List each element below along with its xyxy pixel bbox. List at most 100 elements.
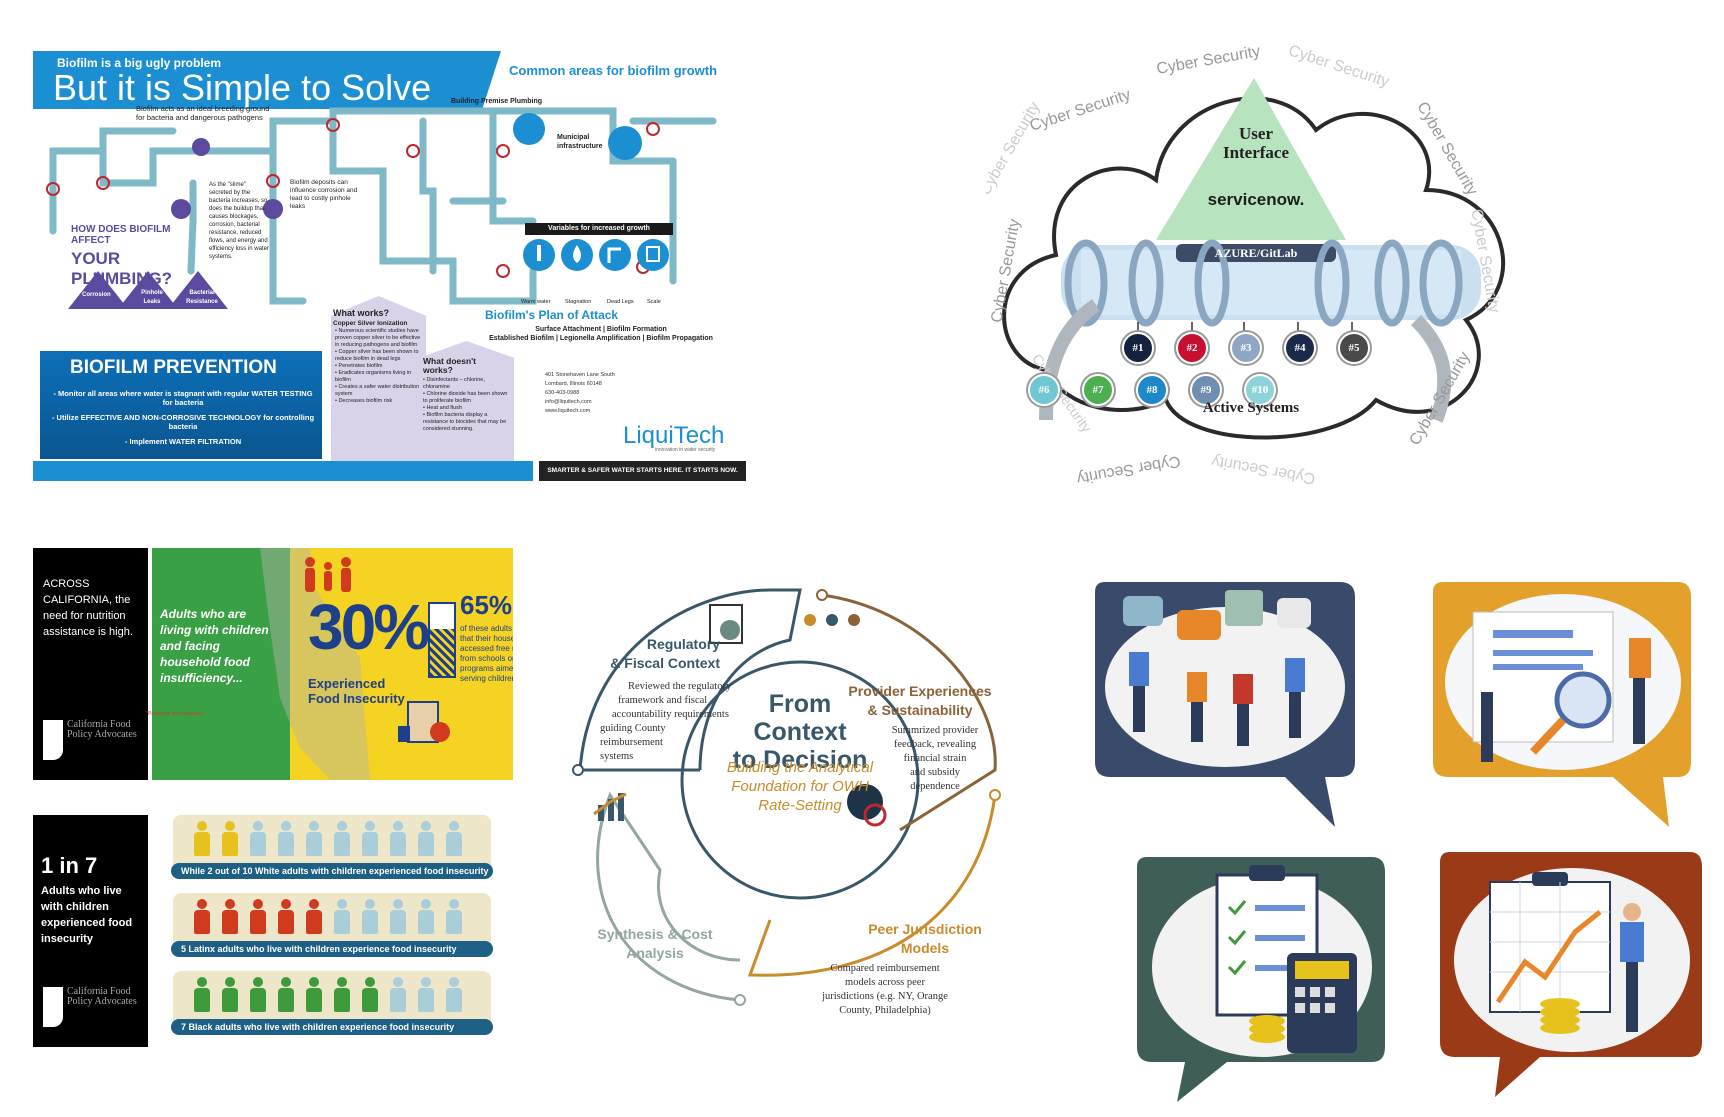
clipboard-icon: [709, 604, 743, 644]
green-panel: Adults who are living with children and …: [152, 548, 290, 780]
works-item: • Creates a safer water distribution sys…: [335, 384, 420, 397]
person-icon: [359, 899, 381, 935]
prov-line: Summrized provider: [891, 725, 979, 736]
cfpa-logo-text: California Food Policy Advocates: [67, 719, 137, 740]
person-icon: [219, 977, 241, 1013]
prov-line: dependence: [910, 781, 960, 792]
yellow-panel: 30% Experienced Food Insecurity 65% of t…: [260, 548, 513, 780]
variable-warm: Warm water: [521, 299, 551, 305]
peer-title-2: Models: [900, 940, 950, 956]
people-row: 5 Latinx adults who live with children e…: [171, 893, 493, 957]
person-icon: [219, 899, 241, 935]
slogan: SMARTER & SAFER WATER STARTS HERE. IT ST…: [539, 461, 746, 481]
big-percent: 30%: [308, 591, 430, 663]
cyber-label: Cyber Security: [1155, 43, 1262, 78]
california-1in7-card: 1 in 7 Adults who live with children exp…: [33, 815, 513, 1057]
checklist-calculator-illustration: [1137, 857, 1385, 1102]
peer-text: Compared reimbursement models across pee…: [800, 962, 970, 1018]
big-percent-label: Experienced Food Insecurity: [308, 676, 405, 706]
system-6-badge: #6: [1028, 374, 1060, 406]
variable-stagnation: Stagnation: [565, 299, 592, 305]
person-icon: [443, 821, 465, 857]
people-row-label: 7 Black adults who live with children ex…: [171, 1019, 493, 1035]
headline-box: 1 in 7 Adults who live with children exp…: [33, 815, 148, 1047]
center-sub-2: Foundation for OWH: [731, 778, 869, 795]
reg-title-2: & Fiscal Context: [610, 655, 720, 671]
kicker-text: Biofilm is a big ugly problem: [57, 56, 222, 70]
deposits-text: Biofilm deposits can influence corrosion…: [290, 179, 358, 210]
doesnt-item: • Biofilm bacteria display a resistance …: [423, 412, 507, 432]
system-4-badge: #4: [1284, 332, 1316, 364]
peer-line: models across peer: [845, 977, 925, 988]
people-row: 7 Black adults who live with children ex…: [171, 971, 493, 1035]
ui-line-2: Interface: [1222, 143, 1290, 162]
cyber-label: Cyber Security: [986, 99, 1044, 199]
person-icon: [415, 899, 437, 935]
cyber-labels: Cyber Security Cyber Security Cyber Secu…: [986, 40, 1546, 530]
person-icon: [331, 977, 353, 1013]
people-rows: While 2 out of 10 White adults with chil…: [171, 815, 493, 1055]
second-percent: 65%: [460, 590, 513, 620]
person-icon: [443, 977, 465, 1013]
growth-chart-illustration: [1440, 852, 1702, 1097]
center-sub-1: Building the Analytical: [726, 759, 874, 776]
center-title-2: to Decision: [732, 746, 868, 774]
context-to-decision-cycle: From Context to Decision Building the An…: [570, 580, 1060, 1080]
prevention-item: - Utilize EFFECTIVE AND NON-CORROSIVE TE…: [51, 413, 315, 431]
works-item: • Eradicates organisms living in biofilm: [335, 370, 412, 383]
what-doesnt-title: What doesn't works?: [423, 356, 477, 375]
cyber-label: Cyber Security: [1286, 42, 1392, 91]
headline-sub: Adults who live with children experience…: [41, 885, 133, 945]
triangle-bacterial: Bacterial Resistance: [186, 290, 218, 305]
cfpa-logo-text: California Food Policy Advocates: [67, 986, 137, 1007]
person-icon: [415, 977, 437, 1013]
liquitech-logo: LiquiTech: [623, 422, 725, 449]
percent-bar-fill: [430, 629, 454, 676]
reg-line: Reviewed the regulatory: [628, 681, 732, 692]
peer-line: County, Philadelphia): [839, 1005, 931, 1016]
headline-1in7: 1 in 7: [41, 853, 98, 878]
system-3-badge: #3: [1230, 332, 1262, 364]
servicenow-logo: servicenow.: [1207, 190, 1305, 209]
active-systems-label: Active Systems: [1202, 400, 1300, 416]
footnote: *Pandemic circumstances: [146, 711, 204, 717]
reg-line: framework and fiscal: [618, 695, 708, 706]
footer-bar: [33, 461, 533, 481]
breeding-ground-text: Biofilm acts as an ideal breeding ground…: [136, 104, 270, 122]
systems-row-1: #1 #2 #3 #4 #5: [1112, 332, 1412, 364]
cyber-label: Cyber Security: [1467, 207, 1503, 315]
person-icon: [191, 977, 213, 1013]
person-icon: [247, 821, 269, 857]
center-sub-3: Rate-Setting: [758, 797, 842, 814]
person-icon: [387, 899, 409, 935]
what-doesnt-list: • Disinfectants – chlorine, chloramine •…: [423, 377, 509, 433]
effects-triangles: [68, 271, 228, 309]
common-areas-heading: Common areas for biofilm growth: [509, 63, 718, 78]
intro-text: ACROSS CALIFORNIA, the need for nutritio…: [43, 578, 133, 638]
peer-title-1: Peer Jurisdiction: [868, 921, 982, 937]
what-works-list: • Numerous scientific studies have prove…: [335, 328, 421, 405]
systems-row-2: #6 #7 #8 #9 #10: [1028, 374, 1442, 406]
variable-scale: Scale: [647, 299, 661, 305]
person-icon: [359, 977, 381, 1013]
prov-line: financial strain: [903, 753, 967, 764]
prevention-box: BIOFILM PREVENTION - Monitor all areas w…: [40, 351, 322, 459]
contact-email: info@liquitech.com: [545, 399, 592, 405]
person-icon: [191, 899, 213, 935]
people-row: While 2 out of 10 White adults with chil…: [171, 815, 493, 879]
person-icon: [443, 899, 465, 935]
plan-line-2: Established Biofilm | Legionella Amplifi…: [489, 335, 713, 342]
main-title: But it is Simple to Solve: [53, 67, 432, 108]
person-icon: [331, 899, 353, 935]
prevention-title: BIOFILM PREVENTION: [70, 357, 277, 378]
biofilm-infographic: Biofilm is a big ugly problem But it is …: [33, 51, 747, 483]
what-works-box: [331, 296, 426, 461]
prov-line: and subsidy: [910, 767, 960, 778]
contact-phone: 630-403-0988: [545, 390, 580, 396]
percent-bar: [428, 602, 456, 678]
synth-title-1: Synthesis & Cost: [597, 926, 713, 942]
works-item: • Decreases biofilm risk: [335, 398, 393, 404]
person-icon: [275, 899, 297, 935]
pipe-network: [46, 107, 717, 305]
logo-tagline: innovation in water security: [655, 447, 716, 453]
